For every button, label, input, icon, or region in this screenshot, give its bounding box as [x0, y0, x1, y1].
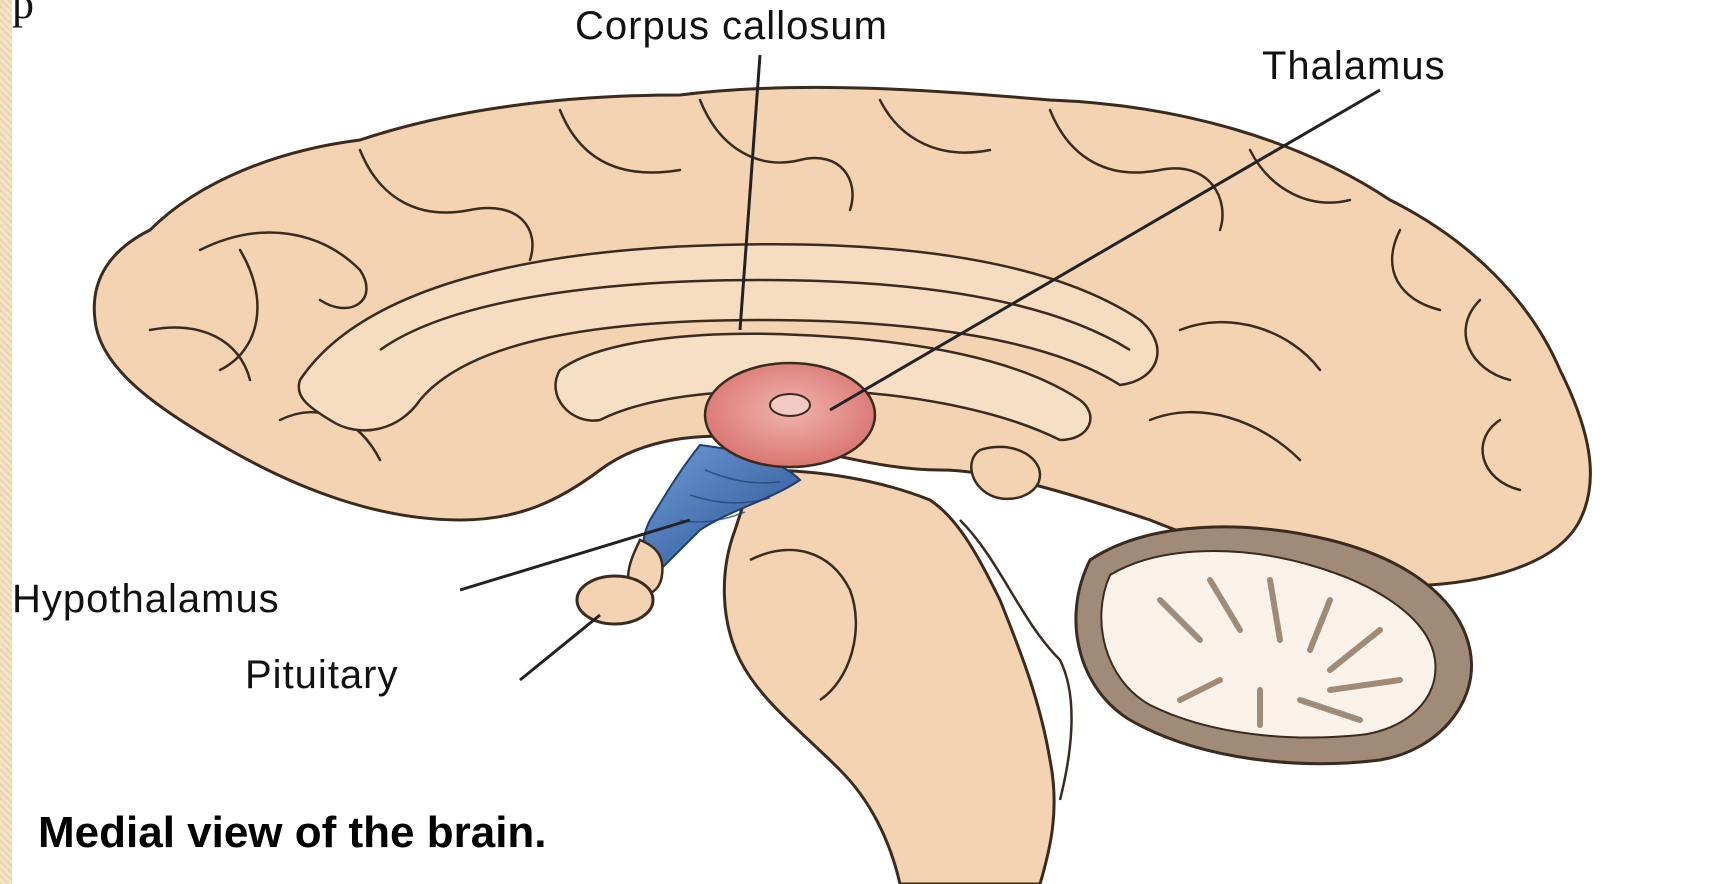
label-thalamus: Thalamus — [1262, 44, 1446, 89]
label-hypothalamus: Hypothalamus — [12, 577, 280, 622]
thalamus-massa-intermedia — [770, 394, 810, 416]
leader-pituitary — [520, 615, 600, 680]
label-corpus-callosum: Corpus callosum — [575, 4, 888, 49]
label-pituitary: Pituitary — [245, 653, 399, 698]
cut-off-heading-fragment: p — [12, 0, 34, 29]
brainstem — [724, 470, 1054, 884]
pituitary-gland — [577, 576, 653, 624]
figure-caption: Medial view of the brain. — [38, 808, 547, 858]
